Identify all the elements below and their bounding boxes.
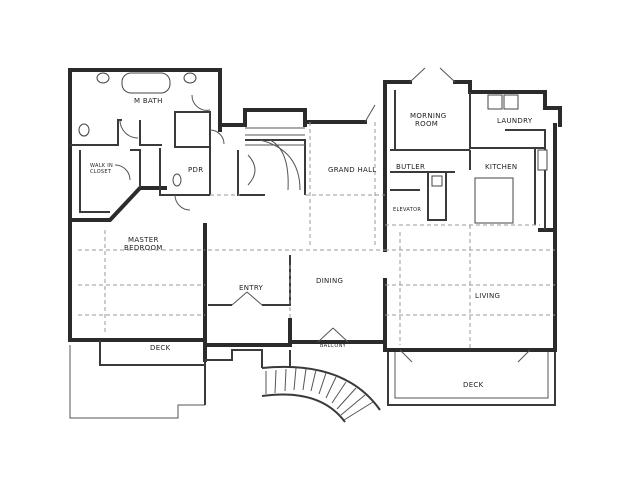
label-morning-room-2: ROOM (415, 120, 438, 128)
label-dining: DINING (316, 277, 343, 285)
exterior-walls (68, 68, 562, 405)
label-entry: ENTRY (239, 284, 264, 292)
label-laundry: LAUNDRY (497, 117, 533, 125)
dashed-lines (78, 122, 555, 350)
label-walk-in-closet-1: WALK IN (90, 163, 113, 169)
main-stair (245, 127, 305, 191)
label-deck-right: DECK (463, 381, 484, 389)
label-elevator: ELEVATOR (393, 207, 421, 213)
label-pdr: PDR (188, 166, 203, 174)
label-balcony: BALCONY (320, 343, 347, 349)
label-master-bedroom-2: BEDROOM (124, 244, 163, 252)
label-living: LIVING (475, 292, 500, 300)
doors (114, 67, 531, 363)
label-kitchen: KITCHEN (485, 163, 517, 171)
decks (69, 340, 556, 423)
label-butler: BUTLER (396, 163, 425, 171)
interior-walls (70, 90, 546, 306)
label-walk-in-closet-2: CLOSET (90, 169, 112, 175)
label-m-bath: M BATH (134, 97, 163, 105)
fixtures (78, 72, 548, 224)
label-grand-hall: GRAND HALL (328, 166, 377, 174)
label-master-bedroom-1: MASTER (128, 236, 159, 244)
room-labels: M BATH WALK IN CLOSET PDR MASTER BEDROOM… (90, 97, 533, 389)
label-deck-left: DECK (150, 344, 171, 352)
label-morning-room-1: MORNING (410, 112, 446, 120)
